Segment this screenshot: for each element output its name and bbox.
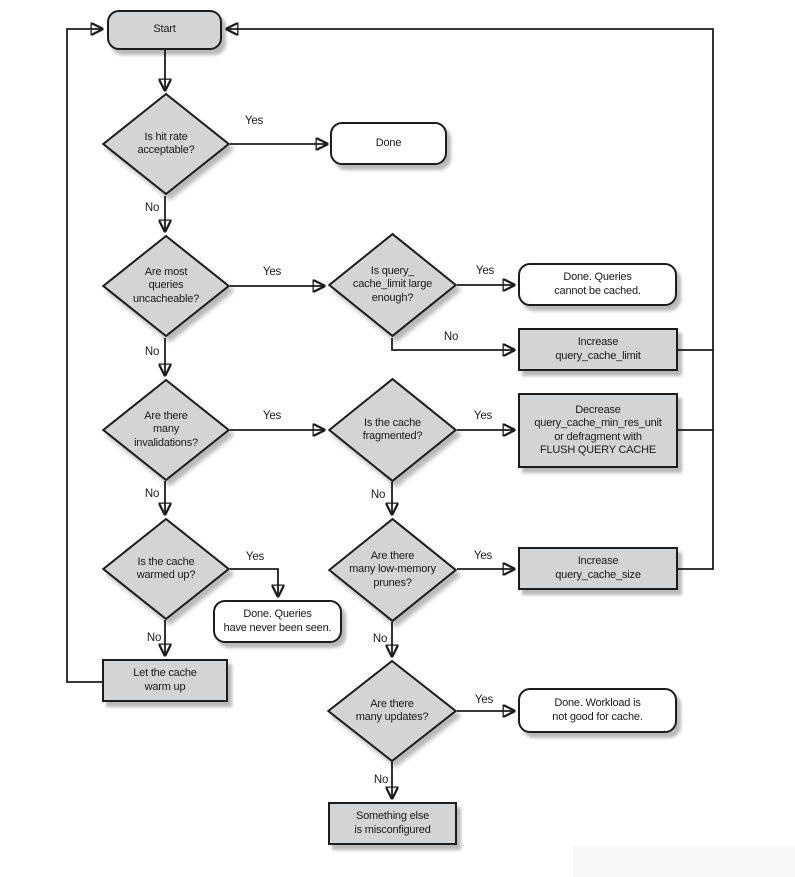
- node-label: Done. Workload is not good for cache.: [552, 697, 643, 723]
- node-label: Start: [153, 23, 176, 36]
- edge-label-no-warmed-up: No: [146, 632, 162, 644]
- edge-label-no-prunes: No: [372, 633, 388, 645]
- node-done: Done: [330, 122, 447, 165]
- node-is-cache-fragmented: Is the cache fragmented?: [328, 378, 457, 482]
- diamond-shape: [102, 379, 230, 481]
- node-label: Increase query_cache_size: [555, 555, 641, 581]
- node-label: Done. Queries have never been seen.: [223, 608, 332, 634]
- node-label: Are there many invalidations?: [134, 410, 198, 449]
- diamond-shape: [102, 235, 230, 337]
- node-decrease-min-res-unit: Decrease query_cache_min_res_unit or def…: [518, 393, 678, 468]
- node-query-cache-limit-large-enough: Is query_ cache_limit large enough?: [328, 233, 457, 337]
- edge-label-yes-invalidations: Yes: [262, 410, 282, 422]
- node-label: Is the cache fragmented?: [362, 416, 423, 442]
- node-label: Is the cache warmed up?: [136, 555, 196, 581]
- edge-label-no-fragmented: No: [370, 489, 386, 501]
- diamond-shape: [328, 518, 457, 622]
- node-label: Let the cache warm up: [133, 667, 197, 693]
- diamond-shape: [102, 518, 230, 620]
- node-is-hit-rate-acceptable: Is hit rate acceptable?: [102, 93, 230, 195]
- node-label: Increase query_cache_limit: [555, 336, 641, 362]
- edge-label-yes-hit-rate: Yes: [244, 115, 264, 127]
- edge-label-no-qcl-large: No: [443, 331, 459, 343]
- node-many-low-memory-prunes: Are there many low-memory prunes?: [328, 518, 457, 622]
- node-most-queries-uncacheable: Are most queries uncacheable?: [102, 235, 230, 337]
- node-done-queries-cannot-be-cached: Done. Queries cannot be cached.: [518, 263, 677, 306]
- diamond-shape: [102, 93, 230, 195]
- node-many-updates: Are there many updates?: [327, 660, 457, 762]
- node-done-workload-not-good: Done. Workload is not good for cache.: [518, 688, 677, 733]
- node-label: Is query_ cache_limit large enough?: [352, 265, 433, 304]
- diamond-shape: [328, 233, 457, 337]
- edge-label-yes-fragmented: Yes: [473, 410, 493, 422]
- node-label: Is hit rate acceptable?: [137, 130, 195, 156]
- node-label: Done: [375, 136, 402, 149]
- edge-label-no-invalidations: No: [144, 488, 160, 500]
- edge-label-no-uncacheable: No: [144, 346, 160, 358]
- diamond-shape: [328, 378, 457, 482]
- edge-label-yes-uncacheable: Yes: [262, 266, 282, 278]
- diamond-shape: [327, 660, 457, 762]
- node-label: Done. Queries cannot be cached.: [554, 271, 641, 297]
- edge-label-no-updates: No: [373, 774, 389, 786]
- node-label: Decrease query_cache_min_res_unit or def…: [534, 404, 662, 456]
- node-done-queries-never-seen: Done. Queries have never been seen.: [213, 600, 342, 643]
- edge-label-no-hit-rate: No: [144, 202, 160, 214]
- node-start: Start: [107, 10, 222, 50]
- node-increase-query-cache-size: Increase query_cache_size: [518, 547, 678, 590]
- node-label: Are there many low-memory prunes?: [349, 550, 436, 589]
- node-label: Are there many updates?: [355, 697, 429, 723]
- node-is-cache-warmed-up: Is the cache warmed up?: [102, 518, 230, 620]
- node-increase-query-cache-limit: Increase query_cache_limit: [518, 328, 678, 371]
- node-let-cache-warm-up: Let the cache warm up: [102, 659, 228, 702]
- edge-label-yes-prunes: Yes: [473, 550, 493, 562]
- node-label: Are most queries uncacheable?: [132, 266, 200, 305]
- node-something-else-misconfigured: Something else is misconfigured: [328, 802, 457, 845]
- edge-label-yes-qcl-large: Yes: [475, 265, 495, 277]
- edge-label-yes-warmed-up: Yes: [245, 551, 265, 563]
- edge-label-yes-updates: Yes: [474, 694, 494, 706]
- bottom-right-band: [573, 846, 795, 877]
- node-many-invalidations: Are there many invalidations?: [102, 379, 230, 481]
- node-label: Something else is misconfigured: [354, 810, 431, 836]
